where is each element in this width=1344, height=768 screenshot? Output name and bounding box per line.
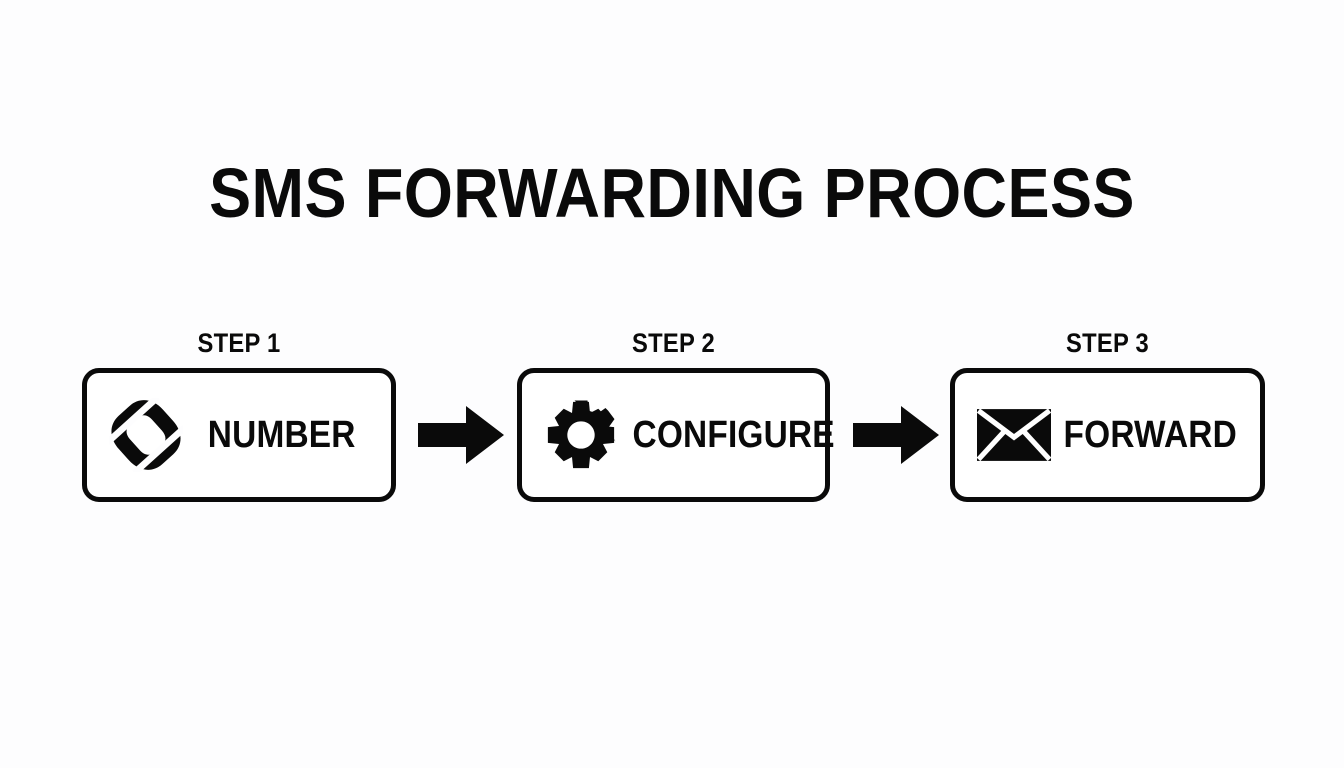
step-3-text: FORWARD [1063, 414, 1237, 456]
step-1-text: NUMBER [207, 414, 356, 456]
step-3-box[interactable]: FORWARD [950, 368, 1265, 502]
envelope-icon [977, 398, 1051, 472]
step-1-label: STEP 1 [197, 328, 281, 358]
process-step-3: STEP 3 FORWARD [950, 330, 1265, 502]
gear-icon [544, 398, 618, 472]
step-2-label: STEP 2 [631, 328, 716, 358]
step-2-box[interactable]: CONFIGURE [517, 368, 835, 502]
step-3-label: STEP 3 [1065, 328, 1150, 358]
step-2-text: CONFIGURE [632, 414, 835, 456]
step-1-box[interactable]: NUMBER [82, 368, 396, 502]
phone-handset-icon [109, 398, 183, 472]
arrow-right-icon-1 [418, 404, 504, 466]
process-step-1: STEP 1 NUMBER [82, 330, 396, 502]
process-step-2: STEP 2 CONFIGURE [517, 330, 835, 502]
arrow-right-icon-2 [853, 404, 939, 466]
page-title: SMS FORWARDING PROCESS [209, 154, 1135, 232]
